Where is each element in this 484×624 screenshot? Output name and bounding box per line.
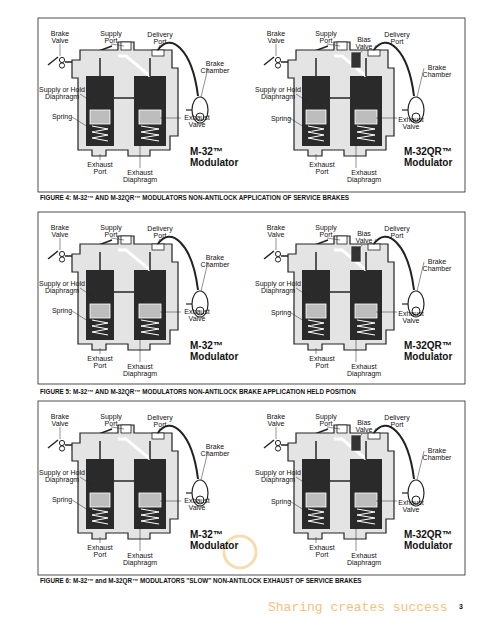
figure-caption: FIGURE 5: M-32™ AND M-32QR™ MODULATORS N… [40, 389, 356, 396]
part-label: Brake Chamber [421, 258, 453, 273]
m32-drawing [48, 42, 208, 168]
part-label: Exhaust Port [307, 355, 337, 370]
part-label: Supply Port [312, 413, 340, 428]
part-label: Brake Valve [46, 224, 74, 239]
part-label: Brake Chamber [199, 60, 231, 75]
m32qr-drawing [264, 425, 424, 551]
part-label: Brake Chamber [199, 254, 231, 269]
part-label: Bias Valve [352, 230, 376, 245]
part-label: Supply Port [97, 224, 125, 239]
part-label: Supply Port [312, 30, 340, 45]
part-label: Brake Valve [262, 413, 290, 428]
modulator-name: M-32™ Modulator [190, 146, 252, 168]
modulator-name: M-32™ Modulator [190, 340, 252, 362]
part-label: Supply or Hold Diaphragm [32, 86, 92, 101]
part-label: Brake Valve [46, 413, 74, 428]
part-label: Exhaust Diaphragm [120, 169, 160, 184]
part-label: Supply or Hold Diaphragm [248, 469, 308, 484]
part-label: Delivery Port [382, 225, 412, 240]
figure-caption: FIGURE 4: M-32™ AND M-32QR™ MODULATORS N… [40, 195, 349, 202]
part-label: Brake Chamber [199, 443, 231, 458]
part-label: Exhaust Valve [394, 499, 428, 514]
m32-drawing [48, 425, 208, 551]
part-label: Supply Port [97, 30, 125, 45]
figure-caption: FIGURE 6: M-32™ and M-32QR™ MODULATORS "… [40, 578, 362, 585]
part-label: Supply Port [97, 413, 125, 428]
modulator-name: M-32QR™ Modulator [404, 529, 466, 551]
part-label: Exhaust Valve [394, 310, 428, 325]
part-label: Exhaust Valve [394, 116, 428, 131]
part-label: Exhaust Port [307, 161, 337, 176]
part-label: Exhaust Valve [180, 308, 214, 323]
part-label: Brake Valve [262, 224, 290, 239]
part-label: Exhaust Valve [180, 497, 214, 512]
modulator-name: M-32™ Modulator [190, 529, 252, 551]
part-label: Exhaust Port [85, 161, 115, 176]
part-label: Spring [47, 496, 77, 503]
part-label: Spring [266, 498, 296, 505]
part-label: Bias Valve [352, 36, 376, 51]
m32qr-drawing [264, 42, 424, 168]
part-label: Spring [266, 309, 296, 316]
m32-drawing [48, 236, 208, 362]
part-label: Exhaust Valve [180, 114, 214, 129]
modulator-name: M-32QR™ Modulator [404, 146, 466, 168]
part-label: Exhaust Diaphragm [344, 169, 384, 184]
part-label: Delivery Port [145, 225, 175, 240]
part-label: Spring [47, 307, 77, 314]
part-label: Delivery Port [382, 414, 412, 429]
part-label: Brake Chamber [421, 447, 453, 462]
figure-6-panel [38, 401, 465, 575]
part-label: Brake Valve [46, 30, 74, 45]
panel-border [38, 212, 465, 384]
part-label: Exhaust Diaphragm [120, 552, 160, 567]
part-label: Exhaust Port [85, 544, 115, 559]
part-label: Delivery Port [382, 31, 412, 46]
part-label: Spring [47, 113, 77, 120]
part-label: Supply or Hold Diaphragm [248, 280, 308, 295]
page-number: 3 [455, 603, 467, 610]
part-label: Exhaust Diaphragm [344, 363, 384, 378]
part-label: Supply or Hold Diaphragm [32, 469, 92, 484]
modulator-name: M-32QR™ Modulator [404, 340, 466, 362]
part-label: Supply or Hold Diaphragm [248, 86, 308, 101]
part-label: Delivery Port [145, 414, 175, 429]
watermark: Sharing creates success [268, 601, 447, 615]
part-label: Brake Valve [262, 30, 290, 45]
part-label: Exhaust Port [85, 355, 115, 370]
part-label: Supply or Hold Diaphragm [32, 280, 92, 295]
panel-border [38, 18, 465, 192]
part-label: Brake Chamber [421, 64, 453, 79]
part-label: Delivery Port [145, 31, 175, 46]
part-label: Exhaust Diaphragm [344, 552, 384, 567]
m32qr-drawing [264, 236, 424, 362]
figure-4-panel [38, 18, 465, 192]
part-label: Supply Port [312, 224, 340, 239]
part-label: Bias Valve [352, 419, 376, 434]
figure-5-panel [38, 212, 465, 384]
part-label: Exhaust Diaphragm [120, 363, 160, 378]
part-label: Exhaust Port [307, 544, 337, 559]
panel-border [38, 401, 465, 575]
part-label: Spring [266, 115, 296, 122]
